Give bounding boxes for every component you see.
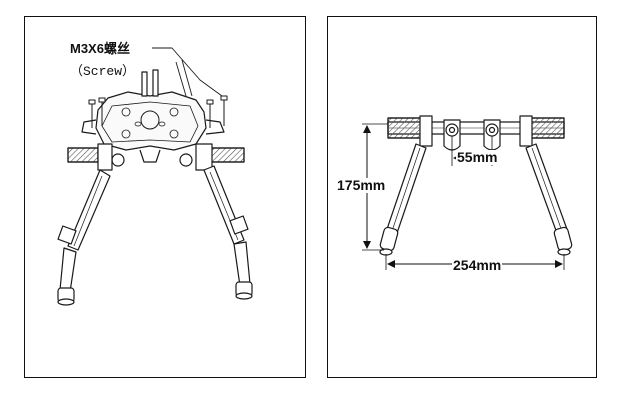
- center-mount-left: [443, 119, 461, 151]
- exploded-frame: [57, 47, 253, 306]
- width-dimension-label: 254mm: [452, 257, 503, 273]
- center-mount-right: [483, 119, 501, 151]
- left-panel-exploded-view: [24, 16, 306, 378]
- height-dimension-label: 175mm: [336, 177, 387, 193]
- screw-leader-line: [152, 47, 223, 97]
- center-plate: [95, 91, 207, 151]
- gap-dimension-label: 55mm: [456, 149, 499, 165]
- screw-group: [88, 95, 228, 128]
- dimension-frame: [379, 115, 573, 256]
- screw-sublabel: （Screw）: [70, 64, 136, 79]
- screw-label: M3X6螺丝: [70, 41, 130, 56]
- left-leg: [67, 169, 111, 251]
